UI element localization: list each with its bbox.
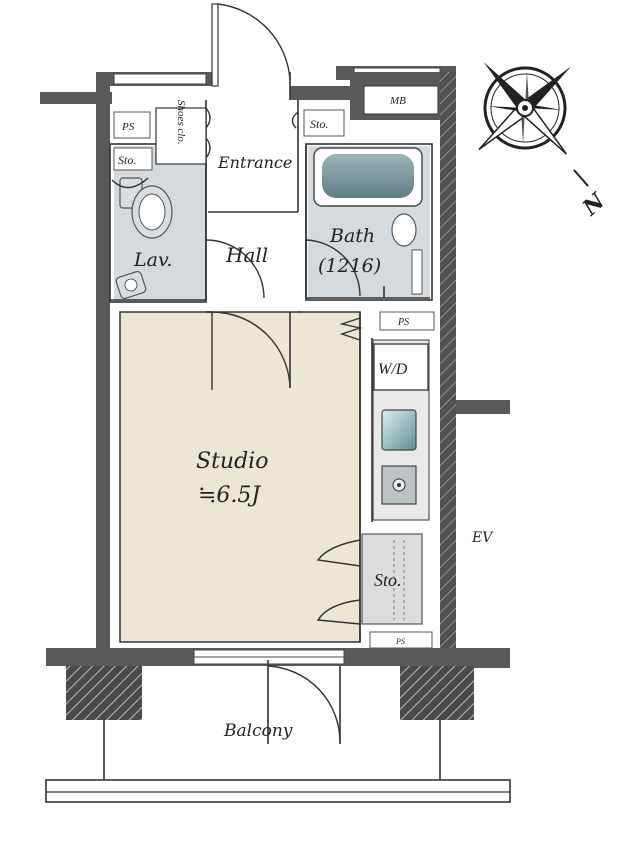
wall-left [96,72,110,654]
shoes-closet-box [155,107,207,165]
window-top-left [113,73,207,85]
bath-sink [391,213,417,247]
sto-studio-label: Sto. [374,570,402,590]
sto-entrance-label: Sto. [310,117,328,131]
sto-entrance-box [303,109,345,137]
room-label-ev: EV [471,530,494,546]
wall-bottom-right-block [400,666,474,720]
north-arrow [573,169,589,187]
room-label-studio: Studio [196,449,268,474]
entrance-door-leaf [211,3,219,87]
room-label-bath: Bath [329,225,375,247]
ps-top-left-box [113,111,151,139]
wall-ev-top [456,400,510,414]
balcony-door [267,665,341,743]
entrance-door-swing [217,3,291,81]
ps-top-left-label: PS [121,121,135,133]
bath-wall-box [305,143,433,301]
room-label-entrance: Entrance [217,153,292,172]
room-label-balcony: Balcony [223,721,293,741]
balcony-rail [45,779,511,803]
shoes-closet-label: Shoes clo. [175,100,187,145]
mb-box [363,85,439,115]
storage-door [316,539,361,625]
room-label-bath-size: (1216) [318,255,381,277]
room-label-studio-size: ≒6.5J [198,483,261,508]
lav-door [205,239,265,299]
wall-top-left [40,92,112,104]
studio-door [211,311,291,390]
bathtub-inner [322,154,414,198]
wd-label: W/D [378,361,408,378]
north-label: N [577,188,611,222]
room-label-lav: Lav. [133,249,172,271]
sto-lav-box [113,147,153,171]
ps-right-1-box [379,311,435,331]
studio-floor [119,311,361,643]
room-label-hall: Hall [225,243,268,267]
wall-bottom-left-block [66,666,142,720]
wall-left-inner [96,72,110,654]
sto-lav-label: Sto. [118,153,136,167]
ps-right-1-label: PS [397,317,409,328]
wd-box [373,343,429,391]
kitchen-sink [381,409,417,451]
ps-right-2-box [369,631,433,649]
ps-right-2-label: PS [395,637,405,646]
compass-rose [478,61,572,155]
bath-door [305,239,361,297]
storage-floor [361,533,423,625]
mb-label: MB [389,95,406,107]
bath-towel-bar [411,249,423,295]
wall-right-hatch [440,72,456,654]
toilet-seat [138,193,166,231]
wall-top-b [290,86,350,100]
